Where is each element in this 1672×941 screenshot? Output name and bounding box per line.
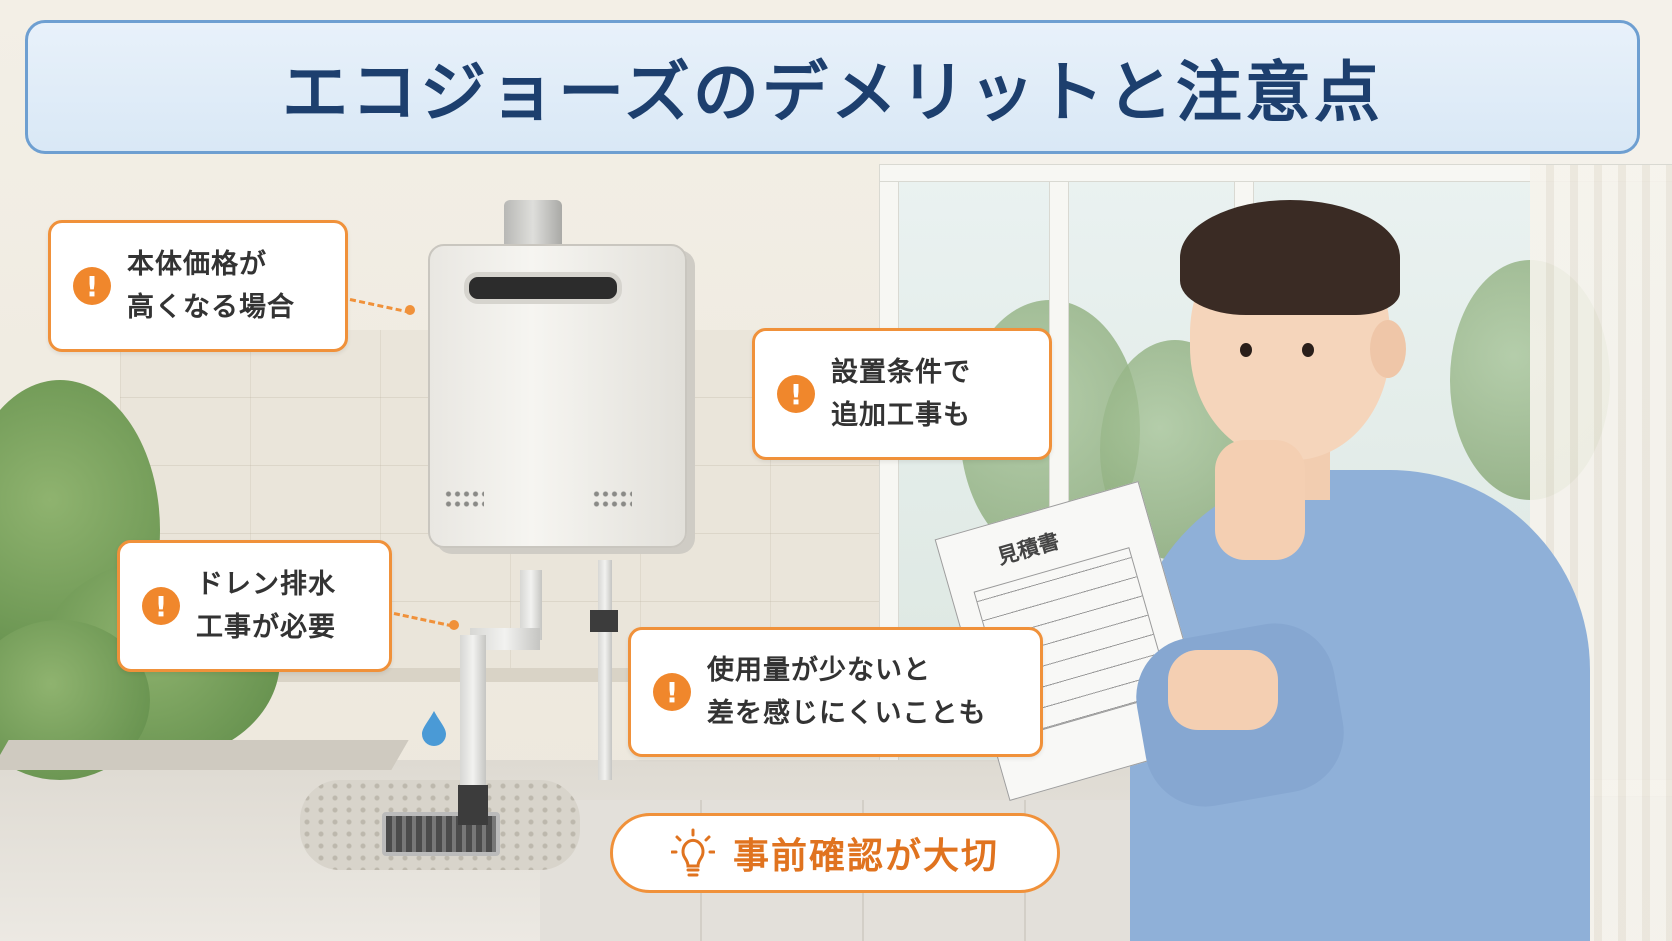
heater-exhaust-slot [464, 272, 622, 304]
callout-price: ! 本体価格が 高くなる場合 [48, 220, 348, 352]
callout-price-text: 本体価格が 高くなる場合 [127, 248, 295, 323]
lightbulb-icon [670, 828, 715, 877]
callout-leader-dot [449, 620, 459, 630]
person-ear [1370, 320, 1406, 378]
callout-drain-text: ドレン排水 工事が必要 [196, 568, 336, 643]
heater-vents [592, 489, 632, 509]
person-hair [1180, 200, 1400, 315]
drain-pipe [470, 628, 540, 650]
title-banner: エコジョーズのデメリットと注意点 [25, 20, 1640, 154]
supply-pipe [598, 560, 612, 780]
pipe-valve [590, 610, 618, 632]
person-eye [1240, 343, 1252, 357]
page-title: エコジョーズのデメリットと注意点 [282, 54, 1383, 131]
window-frame [880, 165, 1672, 181]
callout-installation: ! 設置条件で 追加工事も [752, 328, 1052, 460]
tip-box: 事前確認が大切 [610, 813, 1060, 893]
person-eye [1302, 343, 1314, 357]
callout-usage-text: 使用量が少ないと 差を感じにくいことも [707, 654, 987, 729]
heater-vents [444, 489, 484, 509]
water-heater [428, 244, 687, 548]
estimate-document-title: 見積書 [994, 528, 1062, 570]
callout-drain: ! ドレン排水 工事が必要 [117, 540, 392, 672]
tip-text: 事前確認が大切 [732, 836, 999, 877]
warning-icon: ! [142, 587, 180, 625]
callout-usage: ! 使用量が少ないと 差を感じにくいことも [628, 627, 1043, 757]
callout-leader-dot [405, 305, 415, 315]
warning-icon: ! [73, 267, 111, 305]
person-hand-paper [1168, 650, 1278, 730]
person-hand-chin [1215, 440, 1305, 560]
drain-pipe-end [458, 785, 488, 825]
drain-pipe [460, 635, 486, 785]
garden-bed-border [0, 740, 409, 770]
callout-installation-text: 設置条件で 追加工事も [831, 356, 971, 431]
warning-icon: ! [777, 375, 815, 413]
water-drop-icon [422, 711, 446, 746]
drain-pipe [520, 570, 542, 640]
warning-icon: ! [653, 673, 691, 711]
